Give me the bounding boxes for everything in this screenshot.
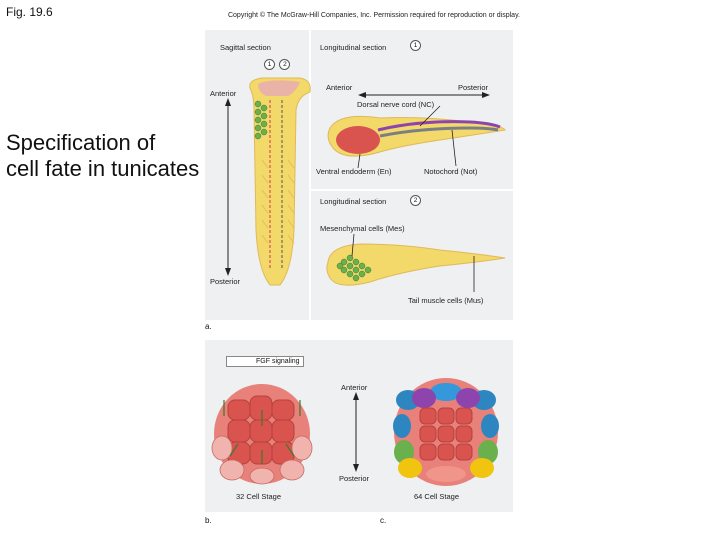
section-marker-1: 1 xyxy=(264,59,275,70)
embryo-32-cell xyxy=(211,384,313,485)
anterior-bc-label: Anterior xyxy=(341,383,368,392)
fgf-signaling-legend: FGF signaling xyxy=(226,356,304,367)
sagittal-embryo xyxy=(249,77,311,286)
section-markers: 1 2 xyxy=(264,53,291,71)
posterior-right-label: Posterior xyxy=(458,83,489,92)
sagittal-section-label: Sagittal section xyxy=(220,43,271,52)
anterior-right-label: Anterior xyxy=(326,83,353,92)
ap-axis-arrow-bc xyxy=(353,392,359,472)
copyright-notice: Copyright © The McGraw-Hill Companies, I… xyxy=(227,12,520,19)
longitudinal-marker-2: 2 xyxy=(410,195,421,206)
dorsal-nerve-cord-label: Dorsal nerve cord (NC) xyxy=(357,100,435,109)
longitudinal-section-2-label: Longitudinal section xyxy=(320,197,387,206)
embryo-64-cell xyxy=(393,378,499,486)
longitudinal-marker-1: 1 xyxy=(410,40,421,51)
panel-a-letter: a. xyxy=(205,322,212,331)
posterior-left-label: Posterior xyxy=(210,277,241,286)
ap-axis-arrow-horizontal xyxy=(358,92,490,98)
panel-c-letter: c. xyxy=(380,516,387,525)
notochord-label: Notochord (Not) xyxy=(424,167,478,176)
longitudinal-embryo-2 xyxy=(326,233,506,292)
longitudinal-embryo-1 xyxy=(327,105,506,169)
tail-muscle-cells-label: Tail muscle cells (Mus) xyxy=(408,296,484,305)
title-line-1: Specification of xyxy=(6,130,156,155)
posterior-bc-label: Posterior xyxy=(339,474,370,483)
ventral-endoderm-label: Ventral endoderm (En) xyxy=(316,167,392,176)
ap-axis-arrow xyxy=(225,98,231,276)
stage-32-label: 32 Cell Stage xyxy=(236,492,282,501)
fgf-signaling-label: FGF signaling xyxy=(256,358,300,365)
title-line-2: cell fate in tunicates xyxy=(6,156,200,181)
mesenchymal-cells-label: Mesenchymal cells (Mes) xyxy=(320,224,405,233)
slide-title: Specification of cell fate in tunicates xyxy=(6,130,199,182)
stage-64-label: 64 Cell Stage xyxy=(414,492,460,501)
panel-b-letter: b. xyxy=(205,516,212,525)
figure-label: Fig. 19.6 xyxy=(6,5,53,19)
longitudinal-section-1-label: Longitudinal section xyxy=(320,43,387,52)
section-marker-2: 2 xyxy=(279,59,291,70)
anterior-left-label: Anterior xyxy=(210,89,237,98)
